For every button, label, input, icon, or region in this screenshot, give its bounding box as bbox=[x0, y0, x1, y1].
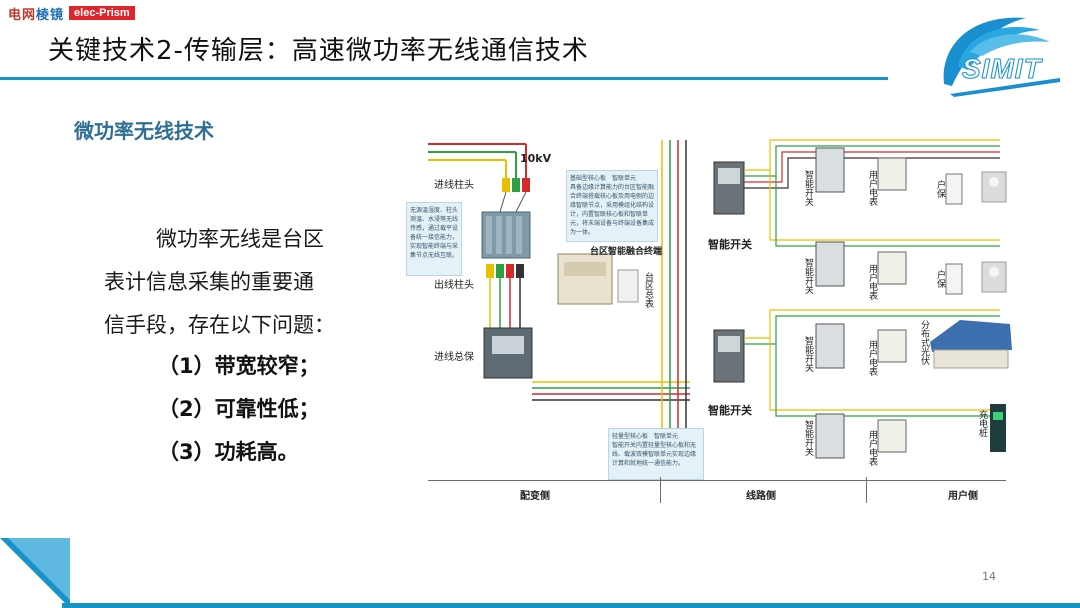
slide-title: 关键技术2-传输层：高速微功率无线通信技术 bbox=[48, 30, 589, 67]
branch-switch-label: 智能开关 bbox=[802, 336, 815, 372]
body-line: 表计信息采集的重要通 bbox=[104, 261, 384, 304]
body-paragraph: 微功率无线是台区 表计信息采集的重要通 信手段，存在以下问题： bbox=[104, 218, 384, 347]
terminal-note-headers: 基础型核心板 智联单元 bbox=[570, 174, 654, 183]
main-breaker-label: 进线总保 bbox=[434, 348, 474, 363]
distributed-pv-label: 分布式光伏 bbox=[918, 320, 931, 365]
user-protector-label: 户保 bbox=[934, 270, 947, 288]
switch-note-headers: 轻量型核心板 智联单元 bbox=[612, 432, 700, 441]
watermark: 电网棱镜 elec-Prism bbox=[8, 3, 135, 23]
network-diagram: 10kV 进线柱头 出线柱头 进线总保 台区智能融合终端 台区总表 智能开关 智… bbox=[400, 130, 1020, 515]
issue-item: （3）功耗高。 bbox=[158, 431, 320, 474]
district-terminal-label: 台区智能融合终端 bbox=[590, 244, 662, 257]
user-meter-label: 用户电表 bbox=[866, 340, 879, 376]
page-number: 14 bbox=[982, 570, 996, 583]
branch-switch-label: 智能开关 bbox=[802, 258, 815, 294]
section-line: 线路侧 bbox=[746, 487, 776, 502]
branch-switch-label: 智能开关 bbox=[802, 420, 815, 456]
corner-decoration bbox=[0, 538, 80, 608]
user-meter-label: 用户电表 bbox=[866, 264, 879, 300]
body-line: 微功率无线是台区 bbox=[104, 218, 384, 261]
outgoing-pole-label: 出线柱头 bbox=[434, 276, 474, 291]
sensor-note: 无源温湿度、柱头测温、水浸等无线传感，通过载平设备统一接信能力，实现智能终端与采… bbox=[406, 202, 462, 276]
user-meter-label: 用户电表 bbox=[866, 430, 879, 466]
smart-switch-2-label: 智能开关 bbox=[708, 402, 752, 418]
terminal-note-text: 具备边缘计算能力的台区智能融合终端搭载核心板及用电侧的边缘智联节点，采用模组化结… bbox=[570, 183, 654, 237]
switch-note-text: 智能开关内置轻量型核心板和无线、载波双模智联单元实现边缘计算和就地统一通信能力。 bbox=[612, 441, 700, 468]
terminal-note: 基础型核心板 智联单元 具备边缘计算能力的台区智能融合终端搭载核心板及用电侧的边… bbox=[566, 170, 658, 242]
incoming-pole-label: 进线柱头 bbox=[434, 176, 474, 191]
issue-item: （1）带宽较窄； bbox=[158, 345, 320, 388]
bottom-divider bbox=[62, 603, 1080, 608]
simit-logo: SIMIT bbox=[930, 6, 1070, 98]
charging-pile-label: 充电桩 bbox=[976, 410, 989, 437]
switch-note: 轻量型核心板 智联单元 智能开关内置轻量型核心板和无线、载波双模智联单元实现边缘… bbox=[608, 428, 704, 480]
section-divider bbox=[660, 477, 661, 503]
section-user: 用户侧 bbox=[948, 487, 978, 502]
user-protector-label: 户保 bbox=[934, 180, 947, 198]
section-distribution: 配变侧 bbox=[520, 487, 550, 502]
user-meter-label: 用户电表 bbox=[866, 170, 879, 206]
voltage-label: 10kV bbox=[520, 152, 551, 165]
watermark-cn: 电网棱镜 bbox=[8, 4, 64, 23]
smart-switch-1-label: 智能开关 bbox=[708, 236, 752, 252]
logo-text: SIMIT bbox=[962, 53, 1042, 85]
diagram-sections: 配变侧 线路侧 用户侧 bbox=[428, 480, 1006, 504]
section-subheading: 微功率无线技术 bbox=[74, 115, 214, 144]
title-divider bbox=[0, 77, 888, 80]
section-divider bbox=[866, 477, 867, 503]
issue-list: （1）带宽较窄； （2）可靠性低； （3）功耗高。 bbox=[158, 345, 320, 474]
branch-switch-label: 智能开关 bbox=[802, 170, 815, 206]
district-meter-label: 台区总表 bbox=[642, 272, 655, 308]
watermark-en-badge: elec-Prism bbox=[69, 6, 135, 20]
issue-item: （2）可靠性低； bbox=[158, 388, 320, 431]
body-line: 信手段，存在以下问题： bbox=[104, 304, 384, 347]
